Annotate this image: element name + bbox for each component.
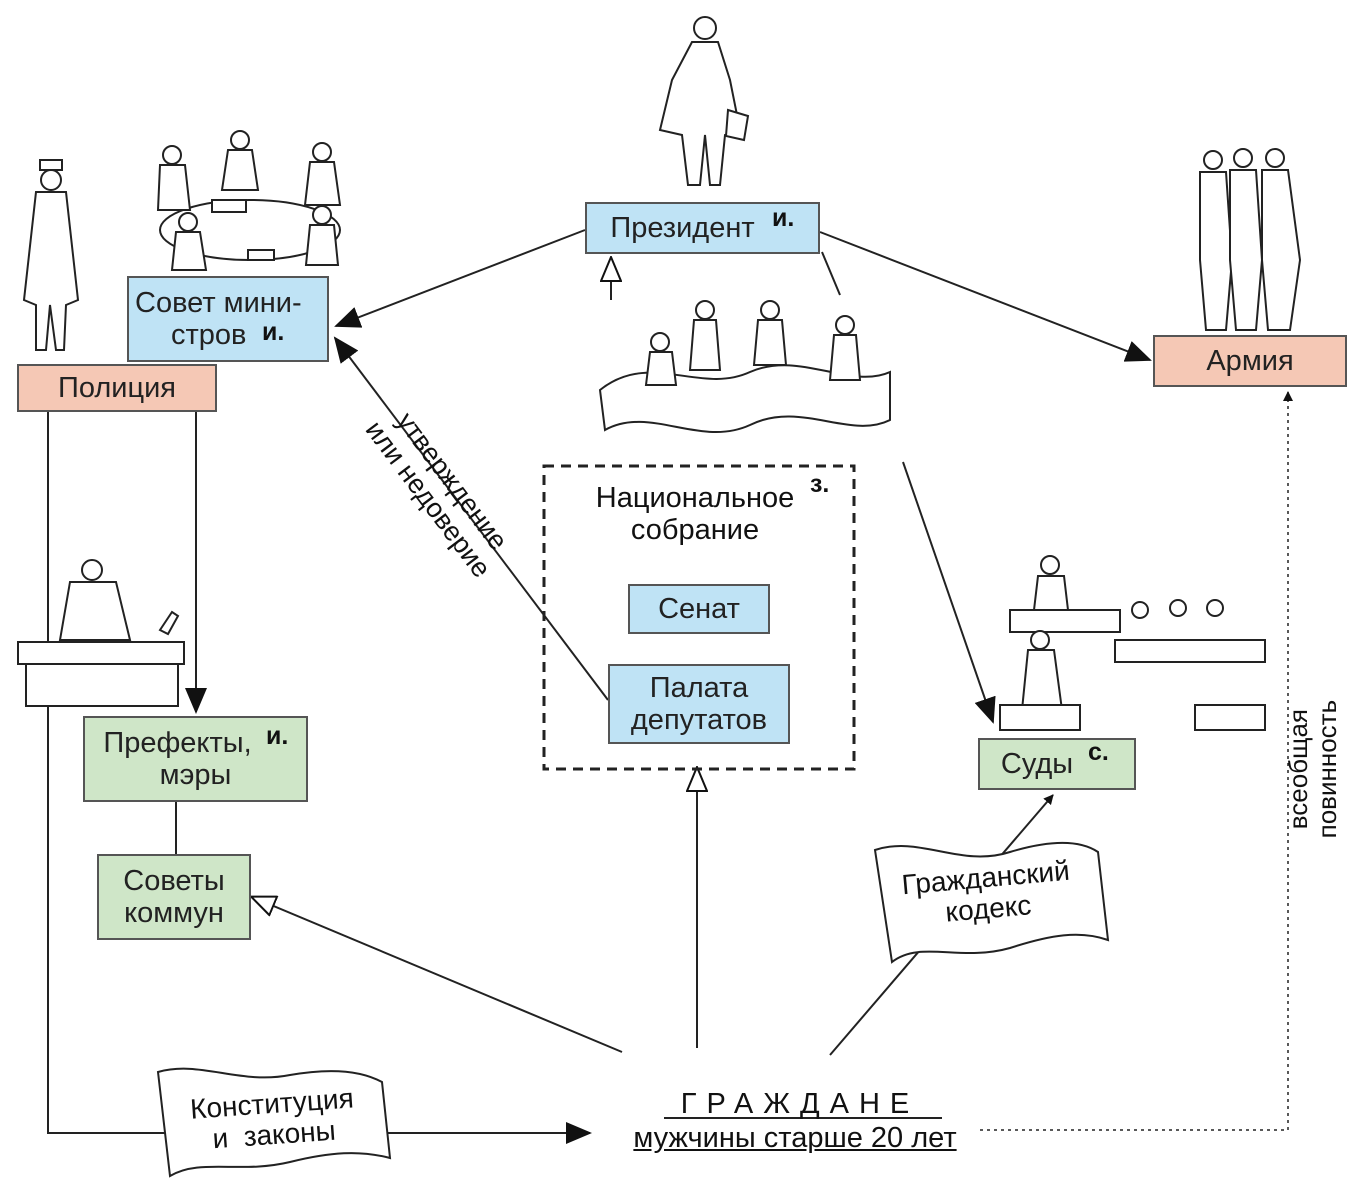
policeman-figure-icon: [22, 159, 80, 351]
army-node: Армия: [1153, 335, 1347, 387]
assembly-mark: з.: [810, 470, 830, 498]
national-assembly-label: Национальное собрание: [570, 482, 820, 547]
president-mark: и.: [772, 204, 795, 232]
council-line2: стров: [171, 319, 247, 351]
prefects-mark: и.: [266, 722, 289, 750]
chamber-node: Палата депутатов: [608, 664, 790, 744]
assembly-line2: собрание: [630, 514, 760, 547]
prefects-line2: мэры: [159, 759, 232, 791]
citizens-title: ГРАЖДАНЕ: [680, 1088, 920, 1120]
courts-mark: с.: [1088, 738, 1109, 766]
constitution-flag: [156, 1067, 392, 1178]
courts-node: Суды: [978, 738, 1136, 790]
edge-citizens-army: [980, 391, 1293, 1131]
ministers-table-icon: [156, 130, 342, 271]
civil-code-flag: [873, 842, 1110, 964]
edge-citizens-communes: [252, 897, 623, 1053]
council-node: Совет мини- стров: [127, 276, 329, 362]
senate-label: Сенат: [658, 592, 740, 625]
president-node: Президент: [585, 202, 820, 254]
president-label: Президент: [610, 211, 755, 244]
citizens-subtitle: мужчины старше 20 лет: [633, 1122, 957, 1154]
national-assembly-frame: [542, 464, 856, 771]
council-mark: и.: [262, 318, 285, 346]
edge-assembly-courts: [902, 461, 996, 724]
police-node: Полиция: [17, 364, 217, 412]
police-label: Полиция: [58, 371, 176, 404]
conscription-label: всеобщая повинность: [1282, 699, 1342, 839]
parliament-icon: [598, 300, 891, 434]
chamber-line1: Палата: [649, 671, 749, 704]
chamber-line2: депутатов: [630, 704, 768, 736]
communes-line2: коммун: [124, 897, 224, 929]
soldiers-icon: [1199, 148, 1302, 331]
prefects-line1: Префекты,: [103, 726, 252, 759]
courts-label: Суды: [1000, 747, 1074, 780]
edge-chamber-council: [333, 336, 609, 701]
president-figure-icon: [658, 16, 750, 186]
senate-node: Сенат: [628, 584, 770, 634]
edge-president-council: [334, 229, 586, 328]
edge-president-down: [821, 251, 841, 296]
prefects-node: Префекты, мэры: [83, 716, 308, 802]
prefect-desk-icon: [17, 559, 185, 707]
assembly-line1: Национальное: [595, 482, 795, 514]
communes-node: Советы коммун: [97, 854, 251, 940]
court-icon: [999, 555, 1266, 731]
communes-line1: Советы: [123, 864, 225, 897]
edge-president-army: [819, 231, 1152, 362]
army-label: Армия: [1206, 344, 1294, 377]
council-line1: Совет мини-: [135, 286, 302, 319]
